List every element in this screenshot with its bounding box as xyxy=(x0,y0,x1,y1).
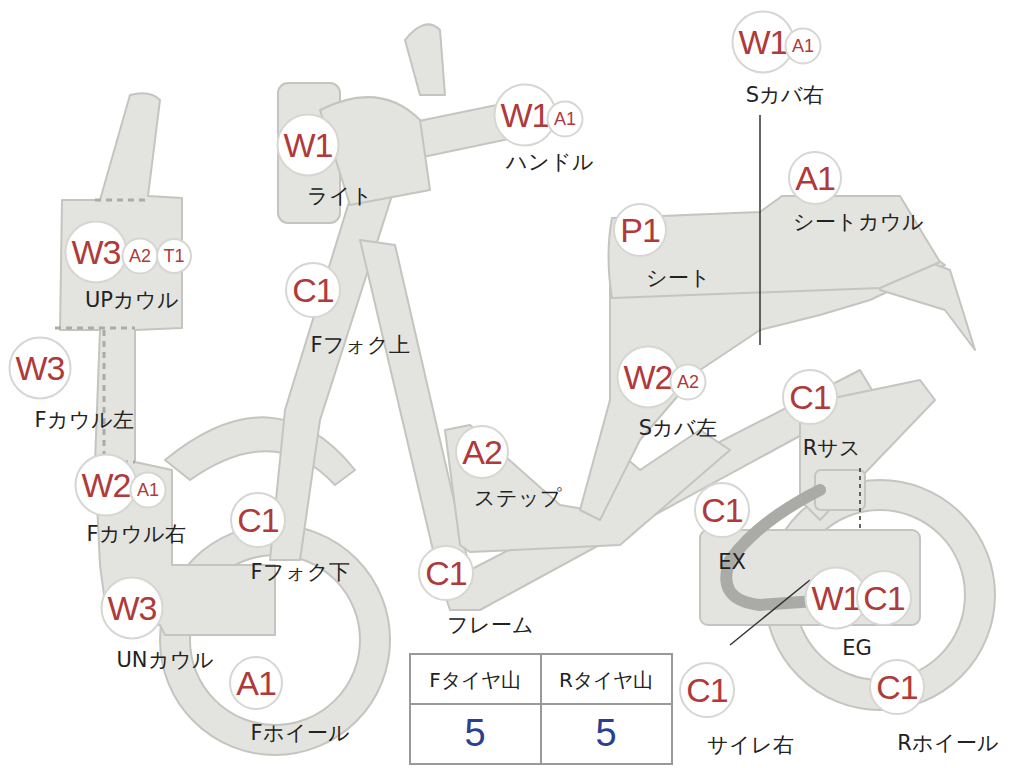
part-name: Fカウル左 xyxy=(34,406,133,434)
part-name: シートカウル xyxy=(793,208,924,236)
callout-number: A1 xyxy=(130,472,167,509)
part-name: Rサス xyxy=(803,434,862,462)
callout-number: A1 xyxy=(547,101,584,138)
callout-number: W3 xyxy=(65,221,128,284)
part-name: ライト xyxy=(307,182,373,210)
callout-number: W1 xyxy=(277,114,340,177)
part-name: Fフォク下 xyxy=(250,558,349,586)
part-name: UNカウル xyxy=(116,646,213,674)
part-name: EX xyxy=(718,550,746,574)
part-name: サイレ右 xyxy=(707,731,794,759)
part-name: UPカウル xyxy=(85,286,179,314)
part-name: Fカウル右 xyxy=(86,520,185,548)
callout-number: P1 xyxy=(613,203,667,257)
callout-number: W3 xyxy=(9,337,72,400)
part-name: Sカバ左 xyxy=(639,414,717,442)
callout-number: C1 xyxy=(285,262,341,318)
callout-number: A1 xyxy=(788,151,842,205)
callout-number: C1 xyxy=(856,570,912,626)
callout-number: C1 xyxy=(418,545,474,601)
table-cell: 5 xyxy=(464,712,485,755)
table-cell: 5 xyxy=(595,712,616,755)
callout-number: A1 xyxy=(785,28,822,65)
callout-number: T1 xyxy=(156,238,192,274)
callout-number: A1 xyxy=(229,656,283,710)
part-name: EG xyxy=(842,636,872,660)
table-header: Rタイヤ山 xyxy=(559,667,653,694)
callout-number: W3 xyxy=(101,577,164,640)
callout-number: A2 xyxy=(670,364,707,401)
callout-number: C1 xyxy=(694,482,750,538)
part-name: Fフォク上 xyxy=(310,331,409,359)
part-name: Rホイール xyxy=(897,729,999,757)
callout-number: A2 xyxy=(122,238,159,275)
part-name: ステップ xyxy=(474,484,562,512)
callout-number: C1 xyxy=(869,659,925,715)
callout-number: C1 xyxy=(782,369,838,425)
callout-number: A2 xyxy=(455,425,509,479)
callout-number: W2 xyxy=(75,454,138,517)
part-name: Sカバ右 xyxy=(746,81,824,109)
part-name: シート xyxy=(646,264,711,292)
part-name: フレーム xyxy=(447,611,534,639)
callout-number: C1 xyxy=(679,662,735,718)
callout-number: C1 xyxy=(230,492,286,548)
table-header: Fタイヤ山 xyxy=(429,667,521,694)
part-name: Fホイール xyxy=(250,719,349,747)
part-name: ハンドル xyxy=(506,148,594,176)
